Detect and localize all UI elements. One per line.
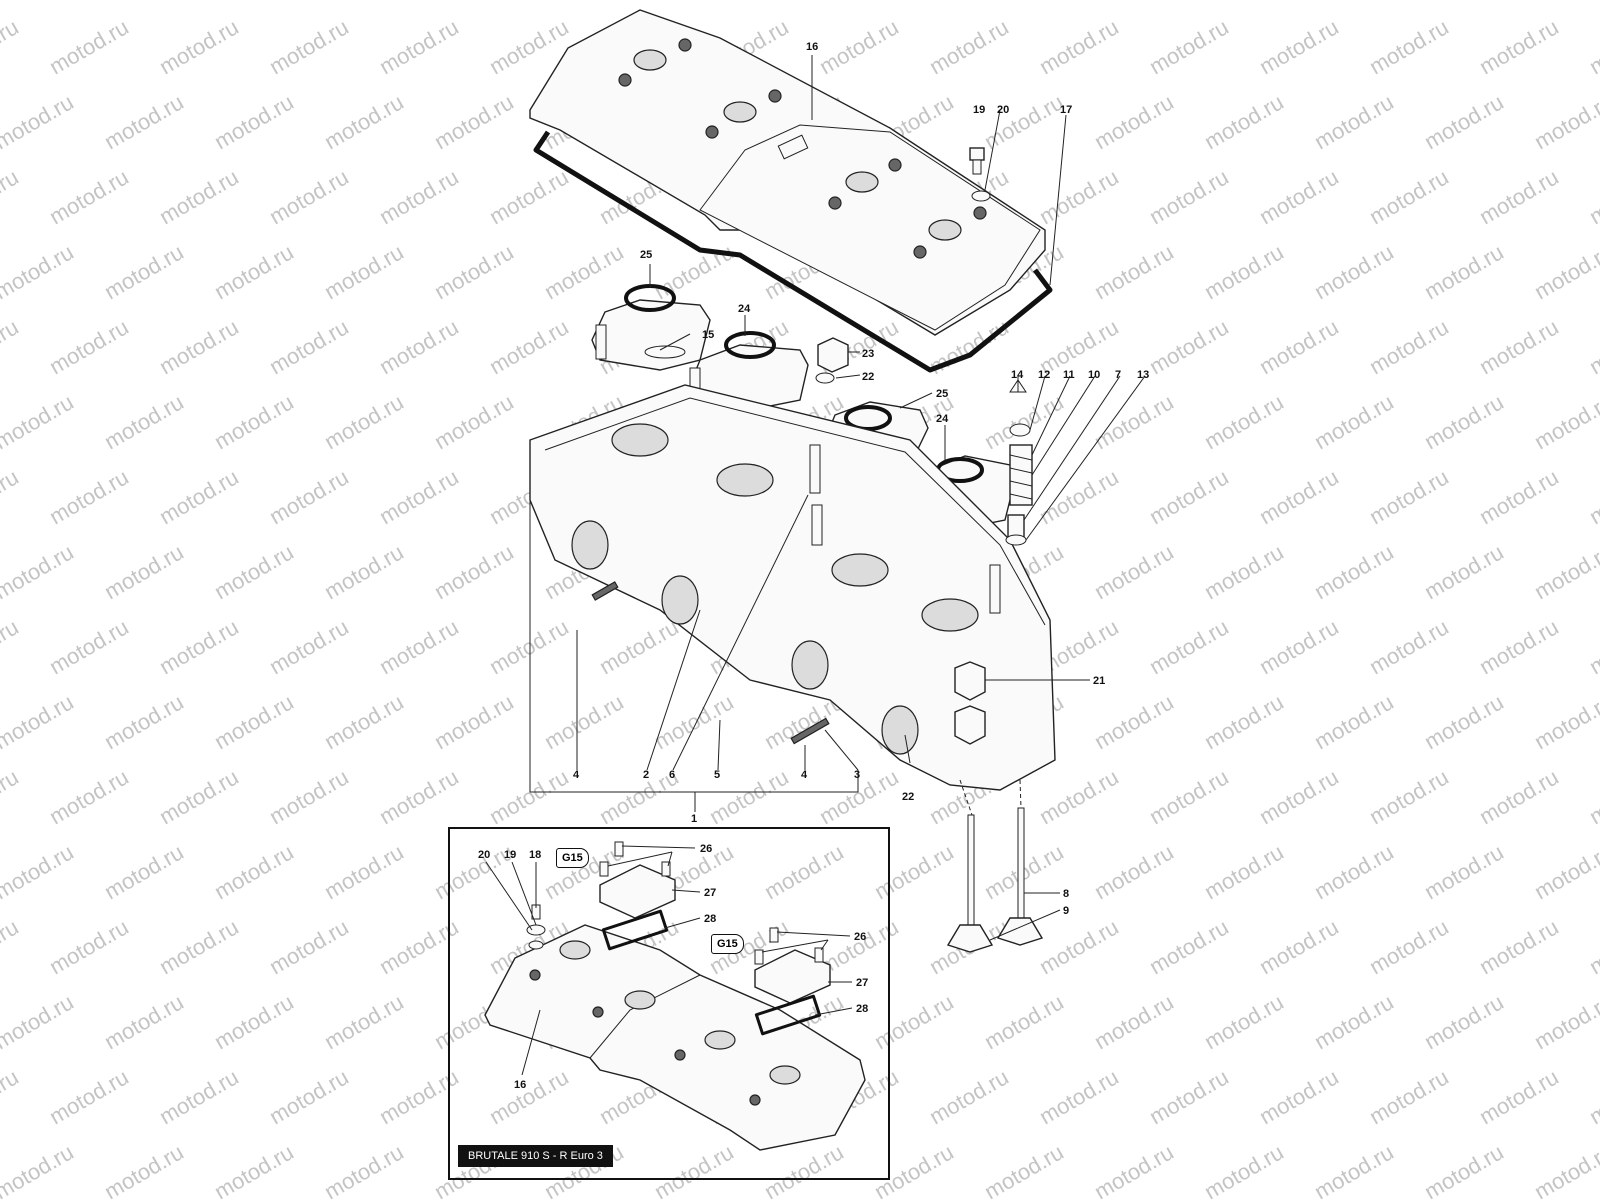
callout-4: 4 xyxy=(573,769,580,781)
inset-callout-26: 26 xyxy=(700,843,712,855)
cover-screw-19 xyxy=(969,147,991,202)
leader-lines-inset xyxy=(485,845,853,1076)
callout-22: 22 xyxy=(862,371,874,383)
inset-callout-27b: 27 xyxy=(856,977,868,989)
callout-10: 10 xyxy=(1088,369,1100,381)
callout-11: 11 xyxy=(1063,369,1075,381)
callout-25: 25 xyxy=(640,249,652,261)
callout-4b: 4 xyxy=(801,769,808,781)
g15-badge-2: G15 xyxy=(711,934,744,954)
model-label: BRUTALE 910 S - R Euro 3 xyxy=(458,1145,613,1167)
inset-callout-19: 19 xyxy=(504,849,516,861)
callout-24b: 24 xyxy=(936,413,949,425)
inset-callout-28: 28 xyxy=(704,913,716,925)
leader-lines-main xyxy=(529,55,1146,941)
plug-23 xyxy=(815,337,849,384)
inset-breather-cover xyxy=(484,841,866,1151)
inset-callout-27: 27 xyxy=(704,887,716,899)
cylinder-head xyxy=(529,384,1056,791)
callout-15: 15 xyxy=(702,329,714,341)
callout-25b: 25 xyxy=(936,388,948,400)
washer-20 xyxy=(971,190,991,202)
callout-22b: 22 xyxy=(902,791,914,803)
callout-13: 13 xyxy=(1137,369,1149,381)
callout-16: 16 xyxy=(806,41,818,53)
valve-cover-main xyxy=(529,9,1053,373)
callout-12: 12 xyxy=(1038,369,1050,381)
callout-9: 9 xyxy=(1063,905,1069,917)
callout-1: 1 xyxy=(691,813,697,825)
callout-17: 17 xyxy=(1060,104,1072,116)
callout-14: 14 xyxy=(1011,369,1024,381)
callout-24: 24 xyxy=(738,303,751,315)
inset-callout-28b: 28 xyxy=(856,1003,868,1015)
callout-2: 2 xyxy=(643,769,649,781)
inset-frame xyxy=(448,827,890,1180)
inset-callout-18: 18 xyxy=(529,849,541,861)
callout-6: 6 xyxy=(669,769,675,781)
callout-7: 7 xyxy=(1115,369,1121,381)
callout-19: 19 xyxy=(973,104,985,116)
g15-badge-1: G15 xyxy=(556,848,589,868)
callout-labels: 16 19 20 17 25 15 24 23 22 25 24 14 12 1… xyxy=(478,41,1149,1091)
callout-23: 23 xyxy=(862,348,874,360)
callout-8: 8 xyxy=(1063,888,1069,900)
callout-5: 5 xyxy=(714,769,720,781)
valve-spring-stack xyxy=(1005,379,1033,546)
inset-callout-26b: 26 xyxy=(854,931,866,943)
inset-callout-20: 20 xyxy=(478,849,490,861)
callout-20: 20 xyxy=(997,104,1009,116)
callout-3: 3 xyxy=(854,769,860,781)
inset-callout-16: 16 xyxy=(514,1079,526,1091)
callout-21: 21 xyxy=(1093,675,1105,687)
valves xyxy=(946,779,1044,953)
